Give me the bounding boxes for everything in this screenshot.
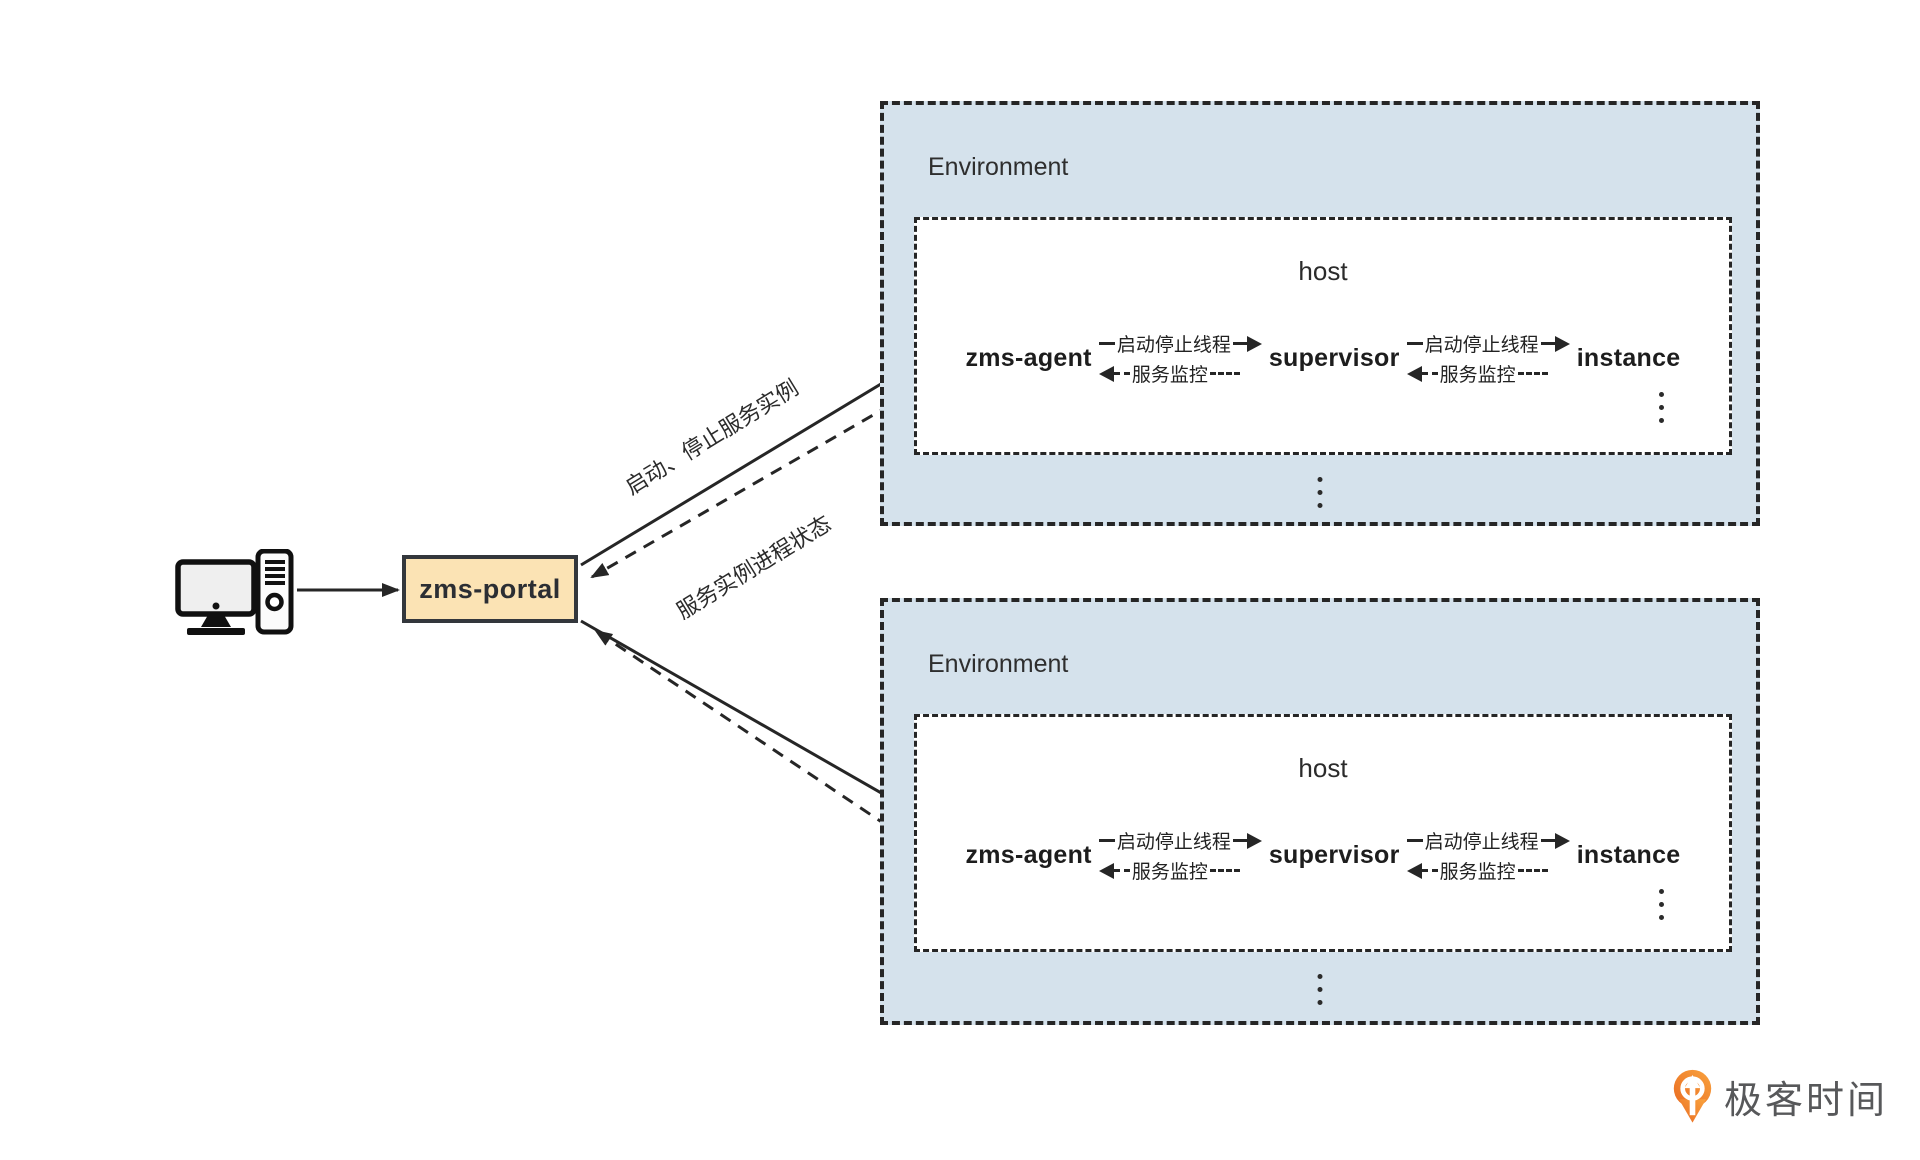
back-link-label: 服务监控	[1439, 862, 1516, 883]
host-label: host	[1298, 753, 1348, 783]
back-link: 服务监控	[1098, 857, 1262, 884]
arrowhead-left-icon	[1098, 365, 1114, 382]
supervisor-node: supervisor	[1268, 344, 1400, 372]
arrowhead-left-icon	[1406, 365, 1422, 382]
forward-link: 启动停止线程	[1406, 330, 1570, 357]
instance-node: instance	[1576, 344, 1681, 372]
environment-box-1: Environment host zms-agent 启动停止线程 服务监控	[880, 101, 1760, 526]
zms-agent-node: zms-agent	[965, 344, 1092, 372]
line-segment	[1540, 342, 1555, 345]
more-hosts-ellipsis-icon	[1317, 477, 1323, 508]
line-segment	[1232, 839, 1247, 842]
arrowhead-left-icon	[1098, 862, 1114, 879]
more-instances-ellipsis-icon	[1659, 889, 1664, 920]
zms-portal-label: zms-portal	[419, 573, 561, 604]
supervisor-node: supervisor	[1268, 841, 1400, 869]
arrowhead-right-icon	[1246, 335, 1262, 352]
back-link: 服务监控	[1098, 360, 1262, 387]
desktop-computer-icon	[175, 549, 294, 635]
back-link: 服务监控	[1406, 857, 1570, 884]
dashed-segment	[1421, 372, 1438, 375]
dashed-segment	[1113, 869, 1130, 872]
start-stop-instances-label: 启动、停止服务实例	[620, 374, 803, 500]
supervisor-instance-links: 启动停止线程 服务监控	[1406, 827, 1570, 884]
zms-portal-node: zms-portal	[402, 555, 578, 623]
forward-link: 启动停止线程	[1098, 330, 1262, 357]
line-segment	[1406, 839, 1423, 842]
line-segment	[1098, 839, 1115, 842]
agent-supervisor-links: 启动停止线程 服务监控	[1098, 330, 1262, 387]
portal-to-env2-solid-arrow	[580, 619, 920, 816]
dashed-segment	[1209, 869, 1240, 872]
more-instances-ellipsis-icon	[1659, 392, 1664, 423]
environment-label: Environment	[928, 153, 1069, 181]
forward-link: 启动停止线程	[1098, 827, 1262, 854]
host-box: host zms-agent 启动停止线程 服务监控	[914, 217, 1732, 455]
instance-process-status-label: 服务实例进程状态	[672, 510, 836, 624]
forward-link-label: 启动停止线程	[1116, 832, 1231, 853]
back-link-label: 服务监控	[1131, 862, 1208, 883]
back-link-label: 服务监控	[1131, 365, 1208, 386]
dashed-segment	[1209, 372, 1240, 375]
geektime-logo-text: 极客时间	[1724, 1080, 1889, 1122]
arrowhead-right-icon	[1554, 832, 1570, 849]
back-link-label: 服务监控	[1439, 365, 1516, 386]
line-segment	[1232, 342, 1247, 345]
geektime-logo: 极客时间	[1671, 1068, 1888, 1125]
dashed-segment	[1517, 372, 1548, 375]
host-label: host	[1298, 256, 1348, 286]
dashed-segment	[1113, 372, 1130, 375]
geektime-pin-icon	[1673, 1069, 1712, 1123]
more-hosts-ellipsis-icon	[1317, 974, 1323, 1005]
back-link: 服务监控	[1406, 360, 1570, 387]
dashed-segment	[1421, 869, 1438, 872]
instance-node: instance	[1576, 841, 1681, 869]
environment-box-2: Environment host zms-agent 启动停止线程 服务监控	[880, 598, 1760, 1025]
forward-link-label: 启动停止线程	[1116, 335, 1231, 356]
dashed-segment	[1517, 869, 1548, 872]
arrowhead-right-icon	[1246, 832, 1262, 849]
forward-link-label: 启动停止线程	[1424, 335, 1539, 356]
zms-agent-node: zms-agent	[965, 841, 1092, 869]
environment-label: Environment	[928, 650, 1069, 678]
host-node-row: zms-agent 启动停止线程 服务监控 superv	[917, 827, 1729, 884]
arrowhead-right-icon	[1554, 335, 1570, 352]
line-segment	[1406, 342, 1423, 345]
host-box: host zms-agent 启动停止线程 服务监控	[914, 714, 1732, 952]
portal-to-env1-solid-arrow	[580, 356, 926, 567]
arrowhead-left-icon	[1406, 862, 1422, 879]
line-segment	[1098, 342, 1115, 345]
forward-link-label: 启动停止线程	[1424, 832, 1539, 853]
line-segment	[1540, 839, 1555, 842]
agent-supervisor-links: 启动停止线程 服务监控	[1098, 827, 1262, 884]
forward-link: 启动停止线程	[1406, 827, 1570, 854]
supervisor-instance-links: 启动停止线程 服务监控	[1406, 330, 1570, 387]
host-node-row: zms-agent 启动停止线程 服务监控 superv	[917, 330, 1729, 387]
